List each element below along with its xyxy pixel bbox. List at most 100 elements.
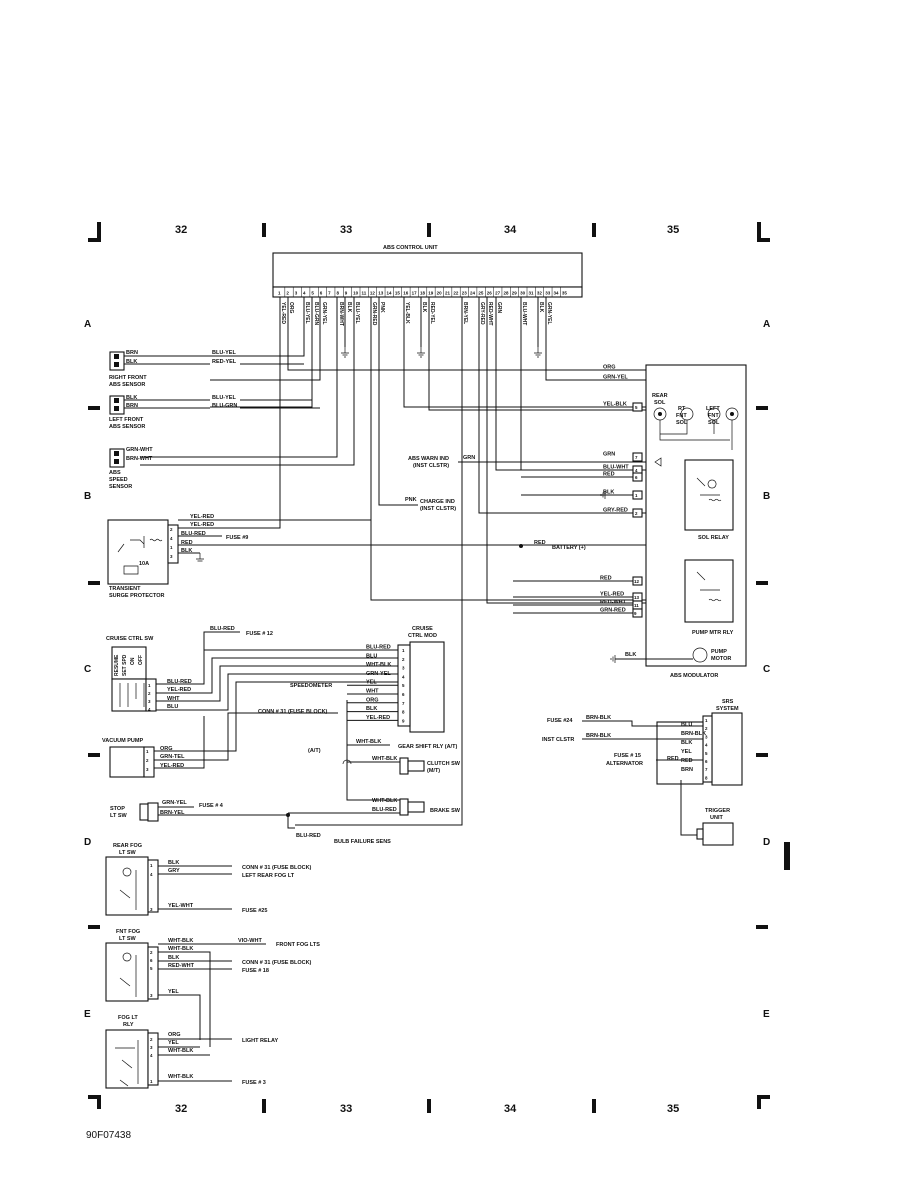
grid-row-left-c: C — [84, 664, 91, 675]
srs-pin-5: 5 — [705, 751, 708, 756]
mod-top-wire: RED — [603, 472, 615, 478]
ecu-wire-p8: BRN-WHT — [338, 302, 344, 326]
rear-fog-pin-1: 1 — [150, 863, 153, 868]
srs-name-1: SRS — [722, 699, 734, 705]
srs-name-2: SYSTEM — [716, 706, 739, 712]
rear-fog-ref-2: LEFT REAR FOG LT — [242, 873, 295, 879]
grid-row-left-b: B — [84, 491, 91, 502]
brake-wire-2: BLU-RED — [372, 807, 397, 813]
rf-wire-1: BRN — [126, 350, 138, 356]
ecu-wire-p4: BLU-YEL — [304, 302, 310, 324]
pump-motor-1: PUMP — [711, 649, 727, 655]
ecu-pin-14: 14 — [387, 291, 393, 296]
spd-wire-1: GRN-WHT — [126, 447, 153, 453]
rf-wire-2: BLK — [126, 359, 137, 365]
grid-col-top-2: 33 — [340, 224, 352, 236]
bulb-wire: BLU-RED — [296, 833, 321, 839]
brake-wire-1: WHT-BLK — [372, 798, 397, 804]
clutch-label-2: (M/T) — [427, 768, 440, 774]
rear-fog-wire-3: YEL-WHT — [168, 903, 194, 909]
ecu-wire-p19: RED-YEL — [429, 302, 435, 324]
surge-pin-2: 2 — [170, 527, 173, 532]
at-label: (A/T) — [308, 748, 321, 754]
fog-rly-wire-3: WHT-BLK — [168, 1048, 193, 1054]
ecu-pin-32: 32 — [537, 291, 543, 296]
fog-rly-name-2: RLY — [123, 1022, 134, 1028]
modulator-top-pins: ORGGRN-YEL5YEL-BLK7GRN4BLU-WHT6RED1BLK2G… — [521, 365, 643, 518]
srs-left-wire-2: BRN-BLK — [586, 733, 611, 739]
cruise-mod-name-2: CTRL MOD — [408, 633, 437, 639]
grid-col-bottom-2: 33 — [340, 1103, 352, 1115]
charge-wire: PNK — [405, 497, 417, 503]
rt-fnt-sol-2: FNT — [676, 413, 687, 419]
abs-speed-sensor: GRN-WHT BRN-WHT ABS SPEED SENSOR — [109, 447, 153, 490]
stop-wire-1: GRN-YEL — [162, 800, 187, 806]
mod-top-wire: YEL-BLK — [603, 402, 627, 408]
mod-bottom-wire: GRN-RED — [600, 608, 626, 614]
srs-inst: INST CLSTR — [542, 737, 574, 743]
left-front-abs-sensor: BLK BRN BLU-YEL BLU-GRN LEFT FRONT ABS S… — [109, 395, 320, 430]
srs-pin-4: 4 — [705, 743, 708, 748]
rear-fog-lt-sw: REAR FOG LT SW 1 4 3 BLK GRY YEL-WHT CON… — [105, 843, 312, 916]
modulator-solenoids: REAR SOL RT FNT SOL LEFT FNT SOL — [652, 393, 739, 450]
vac-wire-2: GRN-TEL — [160, 754, 185, 760]
fog-rly-ref-2: FUSE # 3 — [242, 1080, 266, 1086]
ecu-pin-35: 35 — [562, 291, 568, 296]
stop-fuse: FUSE # 4 — [199, 803, 224, 809]
sw-pos-off: OFF — [138, 655, 144, 665]
grid-col-bottom-4: 35 — [667, 1103, 679, 1115]
surge-wire-2: YEL-RED — [190, 522, 214, 528]
abs-refs: ABS WARN IND (INST CLSTR) GRN CHARGE IND… — [405, 455, 646, 551]
ecu-pin-4: 4 — [303, 291, 306, 296]
ecu-pin-18: 18 — [420, 291, 426, 296]
cruise-mod-pin-7: 7 — [402, 701, 405, 706]
fog-rly-wire-2: YEL — [168, 1040, 179, 1046]
ecu-pin-8: 8 — [336, 291, 339, 296]
grid-row-right-b: B — [763, 491, 770, 502]
charge-ind-1: CHARGE IND — [420, 499, 455, 505]
rt-fnt-sol-3: SOL — [676, 420, 688, 426]
grid-row-left-e: E — [84, 1009, 91, 1020]
surge-wire-4: RED — [181, 540, 193, 546]
conn31-label: CONN # 31 (FUSE BLOCK) — [258, 709, 328, 715]
ecu-pin-24: 24 — [470, 291, 476, 296]
vacuum-pump-name: VACUUM PUMP — [102, 738, 143, 744]
rear-fog-wire-1: BLK — [168, 860, 179, 866]
mod-top-wire: GRN — [603, 452, 615, 458]
mod-bottom-pin: 11 — [634, 603, 639, 608]
clutch-wire: WHT-BLK — [372, 756, 397, 762]
ecu-grounds — [341, 347, 542, 358]
rear-sol-1: REAR — [652, 393, 668, 399]
abs-modulator-name: ABS MODULATOR — [670, 673, 718, 679]
ecu-pin-15: 15 — [395, 291, 401, 296]
fnt-fog-pin-5: 5 — [150, 966, 153, 971]
ecu-pin-6: 6 — [320, 291, 323, 296]
mod-bottom-pin: 12 — [634, 579, 640, 584]
mod-top-wire: ORG — [603, 365, 616, 371]
srs-inner-wire: BLU — [681, 722, 692, 728]
cruise-top-wire: BLU-RED — [210, 626, 235, 632]
rear-fog-ref-3: FUSE #25 — [242, 908, 267, 914]
cruise-sw-name: CRUISE CTRL SW — [106, 636, 154, 642]
ecu-wire-p25: GRY-RED — [479, 302, 485, 325]
abs-modulator: ABS MODULATOR REAR SOL RT FNT SOL LEFT F… — [513, 364, 747, 679]
spd-sensor-name-1: ABS — [109, 470, 121, 476]
surge-wire-5: BLK — [181, 548, 192, 554]
ecu-wire-p30: BLU-WHT — [521, 302, 527, 325]
cruise-mod-pin-3: 3 — [402, 666, 405, 671]
fnt-fog-vio: VIO-WHT — [238, 938, 262, 944]
transient-surge-protector: 10A 2 4 1 3 YEL-RED YEL-RED BLU-RED RED … — [107, 514, 646, 599]
battery-wire: RED — [534, 540, 546, 546]
cruise-sw-wire-2: YEL-RED — [167, 687, 191, 693]
grid-row-left-a: A — [84, 319, 91, 330]
srs-inner-wire: RED — [681, 758, 693, 764]
battery-label: BATTERY (+) — [552, 545, 586, 551]
surge-pin-1: 1 — [170, 545, 173, 550]
ecu-wire-p6: GRN-YEL — [321, 302, 327, 325]
grid-row-right-e: E — [763, 1009, 770, 1020]
spd-sensor-name-3: SENSOR — [109, 484, 132, 490]
ecu-wire-p23: BRN-YEL — [462, 302, 468, 324]
